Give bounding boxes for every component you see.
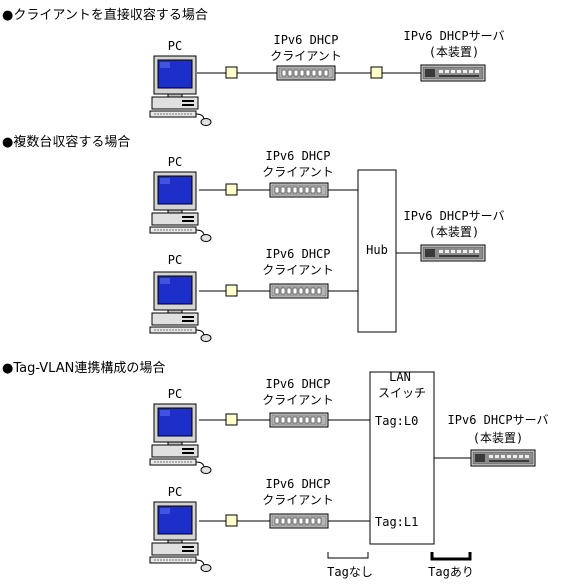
client-label-line1: IPv6 DHCP: [265, 477, 330, 491]
tag-l1-label: Tag:L1: [375, 515, 418, 529]
connector-box-icon: [225, 183, 238, 196]
connector-box-icon: [225, 514, 238, 527]
pc-label: PC: [168, 485, 182, 499]
pc-icon: [149, 501, 212, 572]
pc-label: PC: [168, 253, 182, 267]
client-label-line2: クライアント: [270, 49, 342, 63]
client-label-line1: IPv6 DHCP: [265, 247, 330, 261]
connector-box-icon: [225, 413, 238, 426]
network-device-icon: [276, 65, 336, 81]
tag-l0-label: Tag:L0: [375, 414, 418, 428]
client-label-line2: クライアント: [262, 493, 334, 507]
server-label-line1: IPv6 DHCPサーバ: [404, 209, 505, 223]
connector-box-icon: [225, 284, 238, 297]
section-title-tag-vlan: ●Tag-VLAN連携構成の場合: [2, 360, 165, 376]
lan-switch-box: [369, 371, 435, 545]
section-title-multiple: ●複数台収容する場合: [2, 134, 130, 150]
network-device-icon: [269, 182, 329, 198]
pc-icon: [149, 55, 212, 126]
pc-icon: [149, 271, 212, 342]
client-label-line2: クライアント: [262, 165, 334, 179]
section-title-direct: ●クライアントを直接収容する場合: [2, 7, 208, 23]
server-label-line1: IPv6 DHCPサーバ: [448, 413, 549, 427]
lan-switch-label-line2: スイッチ: [378, 386, 426, 400]
server-label-line2: (本装置): [429, 225, 479, 239]
lan-switch-label-line1: LAN: [389, 370, 411, 384]
rack-server-icon: [420, 64, 486, 82]
pc-label: PC: [168, 155, 182, 169]
pc-icon: [149, 403, 212, 474]
server-label-line1: IPv6 DHCPサーバ: [404, 29, 505, 43]
tag-none-label: Tagなし: [327, 565, 373, 579]
client-label-line2: クライアント: [262, 263, 334, 277]
tag-present-bracket: [430, 552, 472, 561]
hub-box: [357, 169, 397, 333]
tag-none-bracket: [327, 552, 369, 559]
client-label-line1: IPv6 DHCP: [265, 149, 330, 163]
server-label-line2: (本装置): [473, 431, 523, 445]
server-label-line2: (本装置): [429, 45, 479, 59]
pc-label: PC: [168, 387, 182, 401]
network-device-icon: [269, 412, 329, 428]
pc-icon: [149, 171, 212, 242]
client-label-line1: IPv6 DHCP: [265, 377, 330, 391]
rack-server-icon: [420, 244, 486, 262]
rack-server-icon: [470, 449, 536, 467]
pc-label: PC: [168, 39, 182, 53]
network-device-icon: [269, 513, 329, 529]
hub-label: Hub: [366, 243, 388, 257]
client-label-line1: IPv6 DHCP: [273, 33, 338, 47]
network-device-icon: [269, 283, 329, 299]
connector-box-icon: [370, 66, 383, 79]
tag-present-label: Tagあり: [428, 565, 474, 579]
connector-box-icon: [225, 66, 238, 79]
client-label-line2: クライアント: [262, 393, 334, 407]
